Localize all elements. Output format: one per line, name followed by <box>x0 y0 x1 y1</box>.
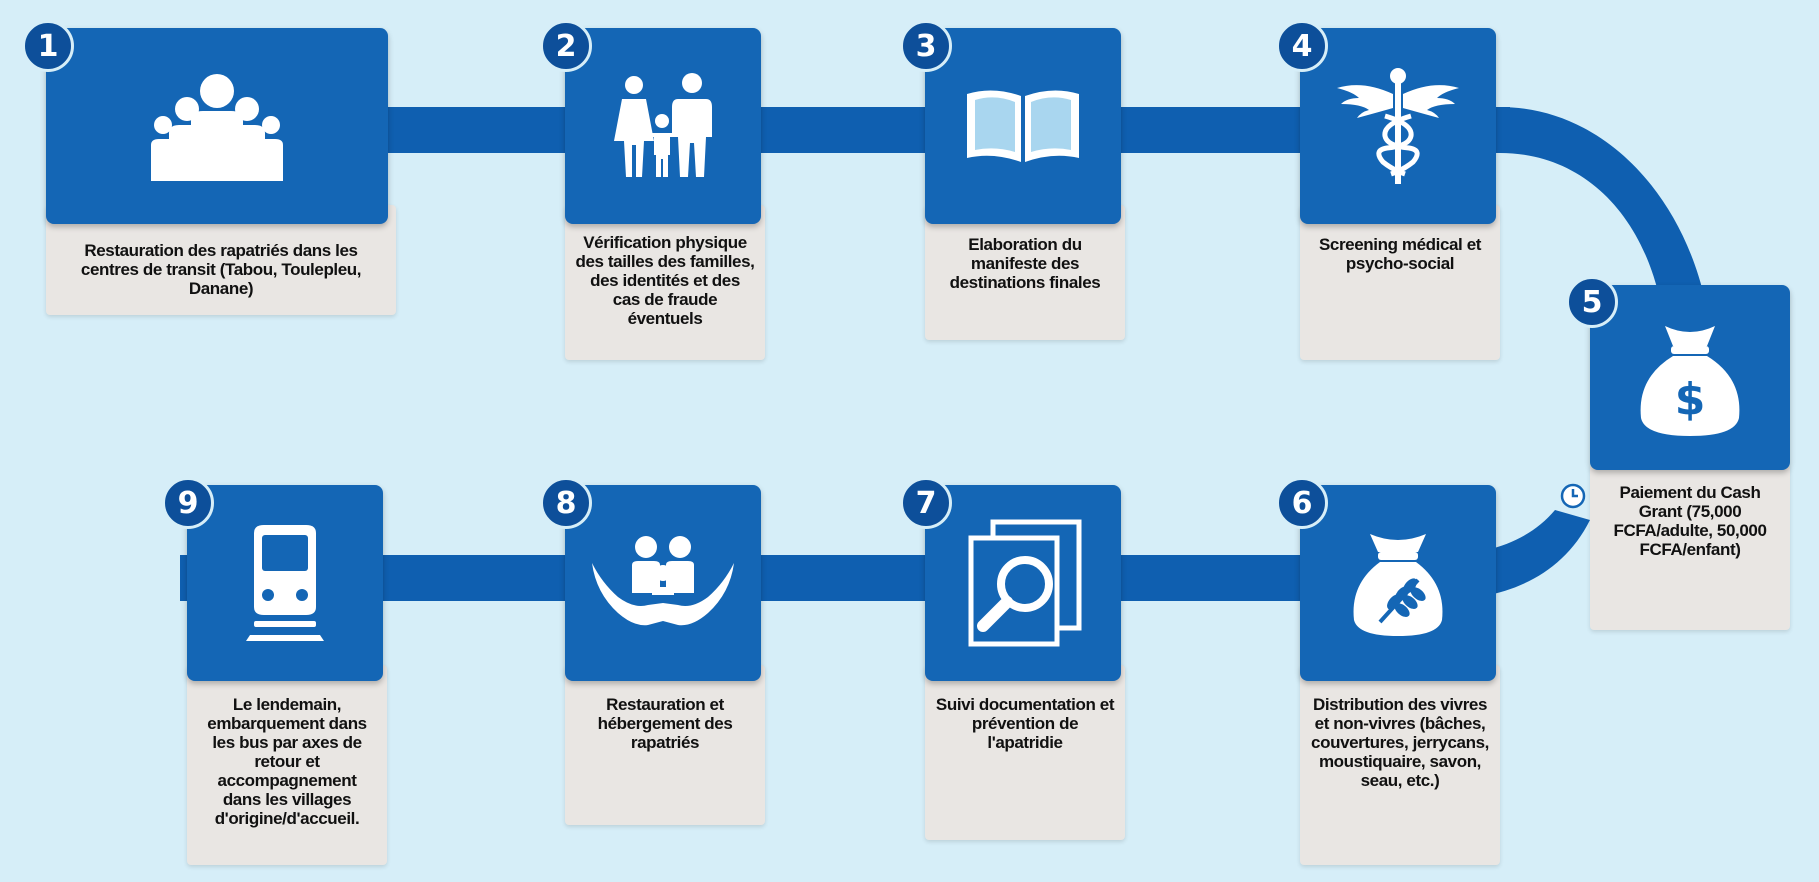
clock-icon <box>1560 483 1586 509</box>
step-6-number-badge: 6 <box>1276 477 1328 529</box>
step-5-number-badge: 5 <box>1566 276 1618 328</box>
step-9-card: Le lendemain, embarquement dans les bus … <box>187 665 387 865</box>
sheltered-family-icon <box>592 536 734 626</box>
group-people-icon <box>151 74 283 181</box>
step-8-label: Restauration et hébergement des rapatrié… <box>597 695 733 752</box>
step-1-tile <box>46 28 388 224</box>
step-2-card: Vérification physique des tailles des fa… <box>565 205 765 360</box>
step-4-label: Screening médical et psycho-social <box>1318 235 1482 273</box>
step-5-tile: $ <box>1590 285 1790 470</box>
step-5-card: Paiement du Cash Grant (75,000 FCFA/adul… <box>1590 465 1790 630</box>
svg-text:$: $ <box>1675 374 1706 425</box>
step-1-number-badge: 1 <box>22 20 74 72</box>
step-3-number-badge: 3 <box>900 20 952 72</box>
step-4-card: Screening médical et psycho-social <box>1300 205 1500 360</box>
step-2-label: Vérification physique des tailles des fa… <box>575 233 755 328</box>
step-8-tile <box>565 485 761 681</box>
train-icon <box>246 525 324 641</box>
step-9-tile <box>187 485 383 681</box>
step-4-tile <box>1300 28 1496 224</box>
step-3-card: Elaboration du manifeste des destination… <box>925 205 1125 340</box>
step-4-number-badge: 4 <box>1276 20 1328 72</box>
step-8-number-badge: 8 <box>540 477 592 529</box>
step-2-number-badge: 2 <box>540 20 592 72</box>
step-6-tile <box>1300 485 1496 681</box>
step-6-label: Distribution des vivres et non-vivres (b… <box>1311 695 1489 790</box>
document-search-icon <box>968 519 1082 647</box>
step-6-card: Distribution des vivres et non-vivres (b… <box>1300 665 1500 865</box>
caduceus-icon <box>1337 68 1459 184</box>
step-5-label: Paiement du Cash Grant (75,000 FCFA/adul… <box>1613 483 1767 559</box>
step-7-card: Suivi documentation et prévention de l'a… <box>925 665 1125 840</box>
step-7-number-badge: 7 <box>900 477 952 529</box>
grain-bag-icon <box>1353 534 1443 636</box>
step-9-number-badge: 9 <box>162 477 214 529</box>
step-8-card: Restauration et hébergement des rapatrié… <box>565 665 765 825</box>
step-2-tile <box>565 28 761 224</box>
step-7-tile <box>925 485 1121 681</box>
step-9-label: Le lendemain, embarquement dans les bus … <box>207 695 367 828</box>
step-3-tile <box>925 28 1121 224</box>
open-book-icon <box>967 90 1079 162</box>
family-icon <box>614 73 712 177</box>
step-1-label: Restauration des rapatriés dans les cent… <box>80 241 362 298</box>
step-7-label: Suivi documentation et prévention de l'a… <box>935 695 1115 752</box>
step-3-label: Elaboration du manifeste des destination… <box>949 235 1101 292</box>
money-bag-icon: $ <box>1640 325 1740 436</box>
